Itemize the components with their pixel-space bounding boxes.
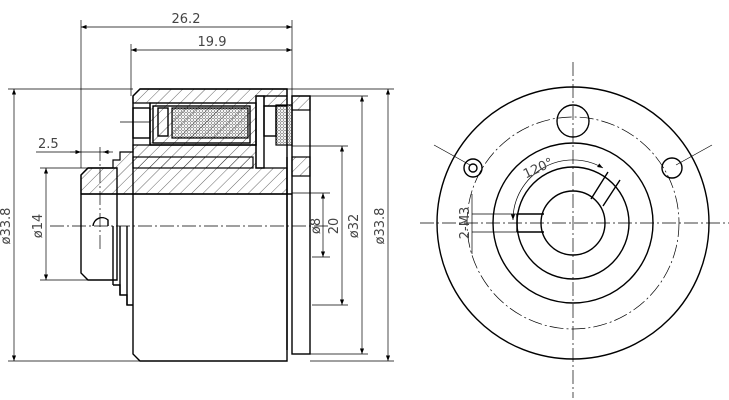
hub-circle: [492, 142, 654, 304]
keyway: [92, 216, 109, 227]
dim-flange-dia: ø32: [347, 214, 362, 239]
flange: [291, 95, 311, 355]
dim-outer-dia-right: ø33.8: [373, 208, 388, 245]
side-view: 26.2 19.9 2.5 ø33.8 ø14 ø8 20 ø32 ø33.8: [0, 12, 394, 362]
dim-bore-dia: ø8: [309, 218, 324, 234]
dim-thread: 2-M3: [458, 207, 473, 239]
dim-step: 2.5: [38, 137, 59, 152]
friction-pad: [275, 104, 293, 146]
mounting-hole-right: [661, 157, 683, 179]
dim-hub-dia: 20: [327, 218, 342, 235]
dim-outer-dia-left: ø33.8: [0, 208, 14, 245]
coil-winding: [171, 107, 249, 139]
mounting-hole-top: [556, 104, 590, 138]
dim-shaft-dia: ø14: [31, 214, 46, 239]
outer-flange-circle: [436, 86, 710, 360]
dim-body-length: 19.9: [198, 35, 227, 50]
front-view: 120° 2-M3: [420, 62, 729, 398]
threaded-hole: [463, 158, 483, 178]
dim-overall-length: 26.2: [172, 12, 201, 27]
sleeve-section: [132, 156, 254, 169]
